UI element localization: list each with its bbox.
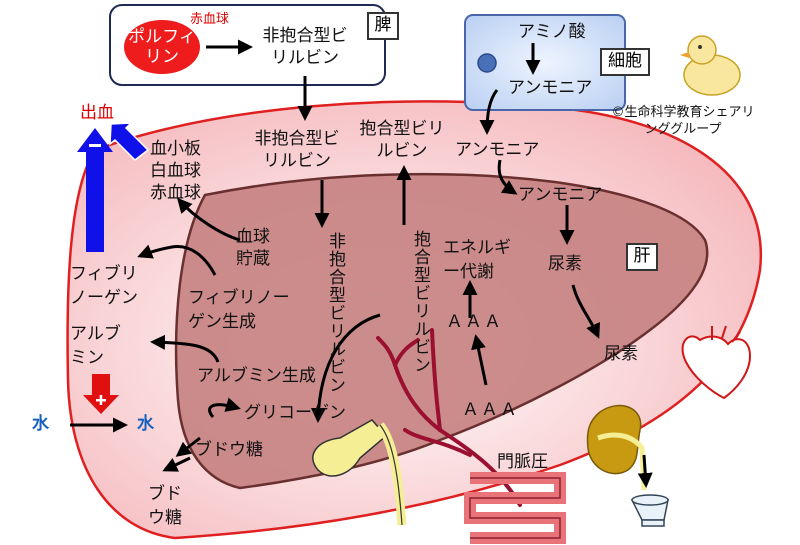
urea-liver: 尿素: [548, 254, 582, 274]
duck-mascot: [680, 35, 741, 96]
porphyrin: ポルフィリン: [128, 27, 196, 67]
credit-text: ©生命科学教育シェアリンググループ: [611, 105, 755, 137]
ammonia-liver: アンモニア: [518, 185, 603, 205]
bleeding-label: 出血: [80, 103, 114, 123]
fibrinogen-blood: フィブリノーゲン: [70, 264, 138, 308]
liver-label: 肝: [626, 243, 658, 271]
unconj-bilirubin-upper: 非抱合型ビリルビン: [254, 129, 340, 171]
conj-bilirubin-upper: 抱合型ビリルビン: [359, 119, 445, 161]
aaa-gut: ＡＡＡ: [462, 400, 519, 420]
spleen-label: 脾: [367, 12, 399, 40]
water-in: 水: [32, 414, 49, 434]
bleeding-arrow-diag: [109, 122, 150, 161]
cell-nucleus: [477, 53, 497, 73]
urea-kidney: 尿素: [604, 344, 638, 364]
flow-arrows: [70, 39, 653, 488]
kidney: [586, 404, 642, 475]
rbc-tag: 赤血球: [190, 12, 230, 27]
albumin-blood: アルブミン: [70, 324, 121, 368]
red-blood-cell: [124, 20, 200, 74]
portal-pressure: 門脈圧: [497, 452, 548, 472]
ammonia-upper: アンモニア: [455, 140, 540, 160]
toilet-icon: [630, 494, 669, 527]
energy-metabolism: エネルギー代謝: [443, 238, 511, 282]
liver-shape: [174, 172, 709, 490]
ureter: [597, 432, 647, 491]
cell-label: 細胞: [600, 48, 650, 76]
cell-ammonia: アンモニア: [508, 78, 593, 98]
aaa-liver: ＡＡＡ: [446, 312, 503, 332]
glucose-liver: ブドウ糖: [195, 440, 263, 460]
cell-amino-acid: アミノ酸: [518, 22, 586, 42]
spleen-bilirubin: 非抱合型ビリルビン: [262, 26, 348, 68]
unconj-bilirubin-liver: 非抱合型ビリルビン: [325, 232, 345, 394]
blood-cells: 血小板白血球赤血球: [150, 139, 201, 203]
plus-v: [99, 395, 103, 405]
water-out: 水: [137, 414, 154, 434]
heart-icon: [681, 325, 752, 400]
blood-storage: 血球貯蔵: [236, 227, 270, 269]
albumin-synthesis: アルブミン生成: [197, 366, 316, 386]
fibrinogen-synthesis: フィブリノーゲン生成: [188, 288, 290, 332]
conj-bilirubin-liver: 抱合型ビリルビン: [410, 230, 430, 374]
glycogen: グリコーゲン: [244, 403, 346, 423]
intestine: [464, 472, 566, 544]
bile-duct-edge: [379, 424, 403, 526]
glucose-blood: ブドウ糖: [148, 484, 182, 528]
bleeding-arrow-up: [77, 128, 113, 252]
water-plus-arrow: [83, 374, 119, 414]
bleeding-minus: [89, 144, 101, 147]
